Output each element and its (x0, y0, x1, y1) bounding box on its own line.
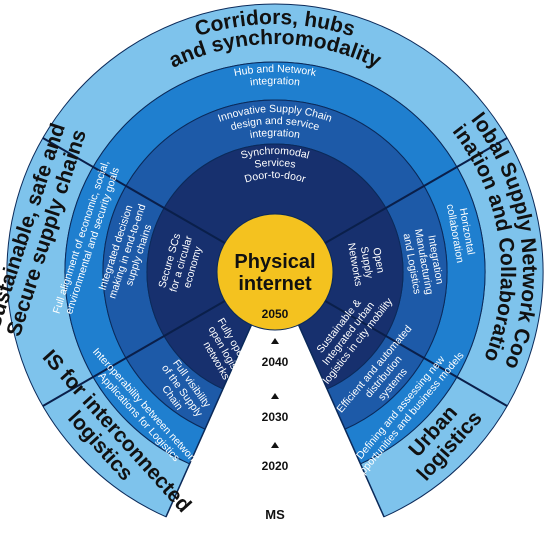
wedge-edge-1 (165, 324, 253, 518)
ring1-label-corridors-line-2: Door-to-door (243, 169, 307, 186)
ring2-label-corridors-line-1: design and service (229, 115, 321, 133)
center-circle (216, 213, 334, 331)
ring1-label-corridors-line-1: Services (254, 157, 297, 171)
sector-divider-1 (324, 137, 508, 244)
timeline-arrow-icon-1 (271, 393, 279, 399)
year-label-2040: 2040 (262, 355, 289, 369)
sector-divider-2 (324, 300, 508, 407)
ring3-label-corridors-line-1: integration (249, 75, 300, 89)
ring1-label-global-line-0: Open (370, 247, 386, 275)
year-label-2030: 2030 (262, 410, 289, 424)
wedge-edge-0 (297, 324, 385, 518)
year-label-2020: 2020 (262, 459, 289, 473)
year-label-2050: 2050 (262, 307, 289, 321)
ring1-label-global-line-1: Supply (358, 246, 376, 280)
sector-divider-3 (42, 300, 226, 407)
ring3-label-corridors-line-0: Hub and Network (233, 63, 318, 79)
timeline-arrow-icon-2 (271, 442, 279, 448)
center-title-line-1: Physical (234, 251, 315, 273)
timeline-arrow-icon-0 (271, 338, 279, 344)
sector-divider-0 (42, 137, 226, 244)
ring1-label-corridors-line-0: Synchromodal (240, 145, 311, 162)
center-title-line-2: internet (238, 273, 312, 295)
ms-label: MS (265, 507, 285, 522)
ring2-label-corridors-line-2: integration (249, 127, 301, 141)
